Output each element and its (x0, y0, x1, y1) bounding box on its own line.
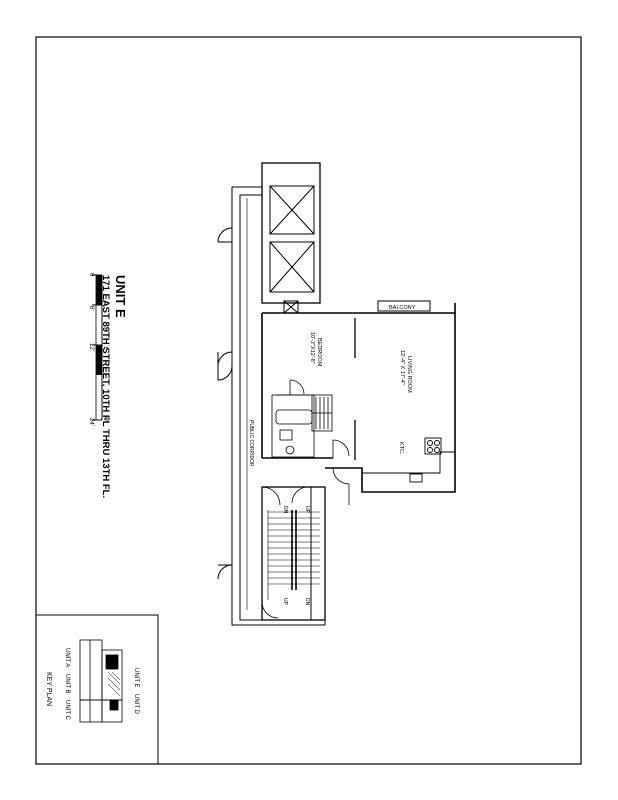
scale-subtick-1: 1' (102, 346, 108, 350)
key-plan-label-unit-b: UNIT B (64, 674, 70, 694)
stair-treads (268, 511, 320, 585)
public-corridor-label: PUBLIC CORRIDOR (248, 420, 254, 467)
living-room-label: LIVING ROOM (406, 356, 412, 393)
partition-walls (332, 318, 356, 505)
stove (424, 437, 442, 455)
stair-up-label-2: UP (282, 598, 288, 606)
stair-dn-label-1: DN (282, 506, 288, 514)
scale-tick-0: 0 (88, 273, 94, 277)
key-plan: UNIT A UNIT B UNIT C UNIT E UNIT D KEY P… (35, 614, 159, 765)
key-plan-title: KEY PLAN (45, 672, 52, 706)
room-labels: BEDROOM 10'-2"X12'-8" LIVING ROOM 12'-4"… (248, 332, 412, 606)
sink (279, 429, 293, 441)
title-block: UNIT E 171 EAST 89TH STREET, 10TH FL THR… (100, 275, 128, 498)
key-plan-label-unit-c: UNIT C (64, 700, 70, 721)
stair-dn-label-2: DN (304, 598, 310, 606)
key-plan-label-unit-a: UNIT A (64, 648, 70, 667)
scale-tick-24: 24' (88, 418, 94, 426)
unit-title: UNIT E (113, 275, 128, 318)
stair-up-label-1: UP (304, 506, 310, 514)
bathtub (275, 409, 313, 425)
bedroom-label: BEDROOM (316, 338, 322, 367)
elevator-shaft-2 (269, 241, 315, 293)
toilet (285, 445, 295, 455)
key-plan-label-unit-d: UNIT D (133, 694, 139, 715)
balcony (377, 300, 431, 312)
kitchen (362, 437, 455, 483)
kitchen-label: KTC. (398, 442, 404, 455)
address-title: 171 EAST 89TH STREET, 10TH FL THRU 13TH … (100, 275, 111, 498)
key-plan-unit-e-hatch (107, 671, 121, 697)
key-plan-building (79, 639, 123, 723)
closets (311, 394, 333, 432)
apartment-walls (261, 303, 456, 493)
living-room-dims: 12'-4" X 17'-4" (399, 350, 405, 385)
key-plan-label-unit-e: UNIT E (133, 668, 139, 688)
bathroom (271, 379, 315, 458)
stairwell (261, 486, 326, 621)
sheet-border (35, 36, 582, 765)
balcony-label: BALCONY (389, 305, 416, 311)
scale-tick-12: 12' (88, 343, 94, 351)
floor-plan: BALCONY (217, 162, 456, 626)
bedroom-dims: 10'-2"X12'-8" (309, 332, 315, 364)
elevator-shaft-1 (269, 185, 315, 235)
scale-bar: 0 6' 12' 24' 1' 2' (88, 273, 108, 426)
scale-tick-6: 6' (88, 306, 94, 310)
scale-subtick-2: 2' (102, 418, 108, 422)
elevator-core (261, 162, 321, 314)
